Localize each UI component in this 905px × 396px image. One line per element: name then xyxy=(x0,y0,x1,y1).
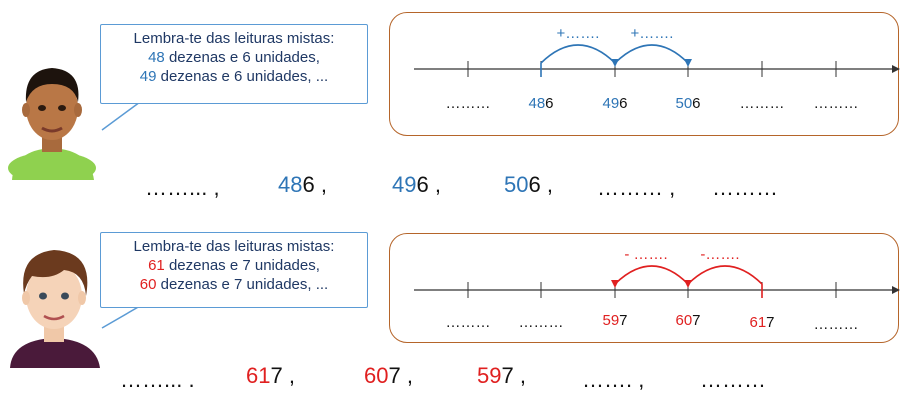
sequence-item: 486 , xyxy=(278,172,327,197)
tick-label: ……… xyxy=(445,314,491,331)
sequence-item: 597 , xyxy=(477,363,526,388)
arc-label-2: +……. xyxy=(630,25,674,42)
bubble-line-3: 49 dezenas e 6 unidades, ... xyxy=(139,68,329,85)
tick-label: 597 xyxy=(602,312,628,329)
speech-bubble: Lembra-te das leituras mistas: 61 dezena… xyxy=(100,232,368,308)
bubble-number: 49 xyxy=(139,68,157,85)
bubble-line-3: 60 dezenas e 7 unidades, ... xyxy=(139,276,329,293)
sequence-item: ……… xyxy=(700,367,766,392)
sequence-item: 607 , xyxy=(364,363,413,388)
bubble-number: 60 xyxy=(139,276,157,293)
number-line-panel: +……. +……. ……… 486 496 506 ……… ……… xyxy=(389,12,900,136)
sequence-item: ……… , xyxy=(597,175,676,200)
number-line xyxy=(414,265,900,298)
tick-label: 496 xyxy=(602,95,628,112)
tick-label: 486 xyxy=(528,95,554,112)
bubble-line-1: Lembra-te das leituras mistas: xyxy=(133,30,335,47)
arc-label-1: - ……. xyxy=(624,246,668,263)
avatar-boy-dark-hair xyxy=(8,68,96,180)
speech-bubble: Lembra-te das leituras mistas: 48 dezena… xyxy=(100,24,368,104)
bubble-number: 61 xyxy=(148,257,165,274)
sequence-item: 496 , xyxy=(392,172,441,197)
tick-label: 617 xyxy=(749,314,775,331)
number-line xyxy=(414,44,900,77)
avatar-boy-brown-hair xyxy=(10,250,100,368)
arc-label-2: -……. xyxy=(700,246,740,263)
sequence-item: ……. , xyxy=(582,367,645,392)
tick-label: ……… xyxy=(813,316,859,333)
tick-label: 607 xyxy=(675,312,701,329)
number-line-panel: - ……. -……. ……… ……… 597 607 617 ……… xyxy=(389,233,900,343)
bubble-line-2: 61 dezenas e 7 unidades, xyxy=(148,257,320,274)
tick-label: ……… xyxy=(518,314,564,331)
sequence-item: ……… xyxy=(712,175,778,200)
sequence-item: 617 , xyxy=(246,363,295,388)
tick-label: ……… xyxy=(445,95,491,112)
bubble-line-1: Lembra-te das leituras mistas: xyxy=(133,238,335,255)
arc-label-1: +……. xyxy=(556,25,600,42)
tick-label: 506 xyxy=(675,95,701,112)
tick-label: ……… xyxy=(813,95,859,112)
sequence-item: 506 , xyxy=(504,172,553,197)
bubble-number: 48 xyxy=(148,49,165,66)
sequence-item: ……... , xyxy=(145,175,220,200)
tick-label: ……… xyxy=(739,95,785,112)
sequence-item: ……... . xyxy=(120,367,195,392)
bubble-line-2: 48 dezenas e 6 unidades, xyxy=(148,49,320,66)
